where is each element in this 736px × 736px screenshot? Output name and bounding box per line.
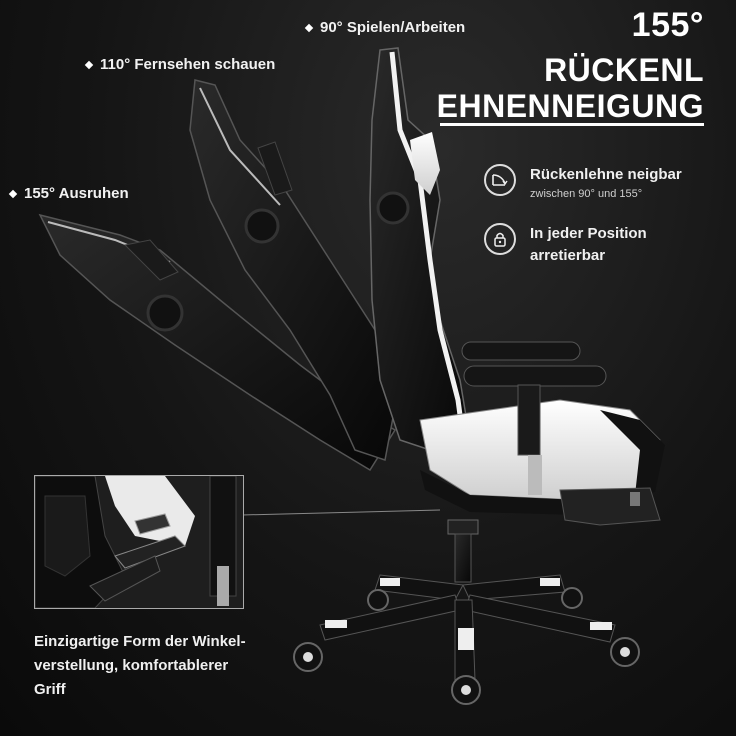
recline-icon: [484, 164, 516, 196]
position-text: 110° Fernsehen schauen: [100, 56, 276, 73]
feature-subtitle: zwischen 90° und 155°: [530, 188, 643, 200]
gas-lift: [447, 519, 479, 583]
lock-icon: [484, 223, 516, 255]
armrests: [461, 341, 607, 495]
feature-title-line2: arretierbar: [530, 247, 606, 264]
bullet-diamond-icon: [84, 60, 94, 69]
mechanism-detail-inset: [34, 475, 244, 609]
leader-line: [241, 509, 441, 516]
footrest: [559, 487, 661, 526]
mechanism-closeup: [35, 476, 237, 608]
backrest-90: [369, 47, 471, 451]
caption-line: Einzigartige Form der Winkel-: [34, 633, 246, 650]
backrest-155: [38, 213, 397, 472]
caption-line: verstellung, komfortablerer: [34, 657, 229, 674]
headline-underline: [440, 123, 704, 126]
feature-recline: Rückenlehne neigbar zwischen 90° und 155…: [484, 164, 682, 200]
backrest-110: [189, 79, 401, 461]
headline-angle: 155°: [631, 6, 704, 44]
position-label-90: 90° Spielen/Arbeiten: [304, 19, 466, 36]
bullet-diamond-icon: [8, 189, 18, 198]
position-text: 155° Ausruhen: [24, 185, 129, 202]
feature-title: Rückenlehne neigbar: [530, 166, 682, 183]
feature-lock: In jeder Position arretierbar: [484, 223, 647, 267]
mechanism-caption: Einzigartige Form der Winkel- verstellun…: [34, 630, 294, 702]
star-base: [319, 574, 616, 681]
bullet-diamond-icon: [304, 23, 314, 32]
headline-line-2: EHNENNEIGUNG: [436, 88, 704, 124]
caption-line: Griff: [34, 681, 66, 698]
position-text: 90° Spielen/Arbeiten: [320, 19, 466, 36]
headline-line-1: RÜCKENL: [544, 52, 704, 88]
position-label-110: 110° Fernsehen schauen: [84, 56, 276, 73]
position-label-155: 155° Ausruhen: [8, 185, 129, 202]
feature-title: In jeder Position: [530, 225, 647, 242]
casters: [293, 587, 640, 705]
